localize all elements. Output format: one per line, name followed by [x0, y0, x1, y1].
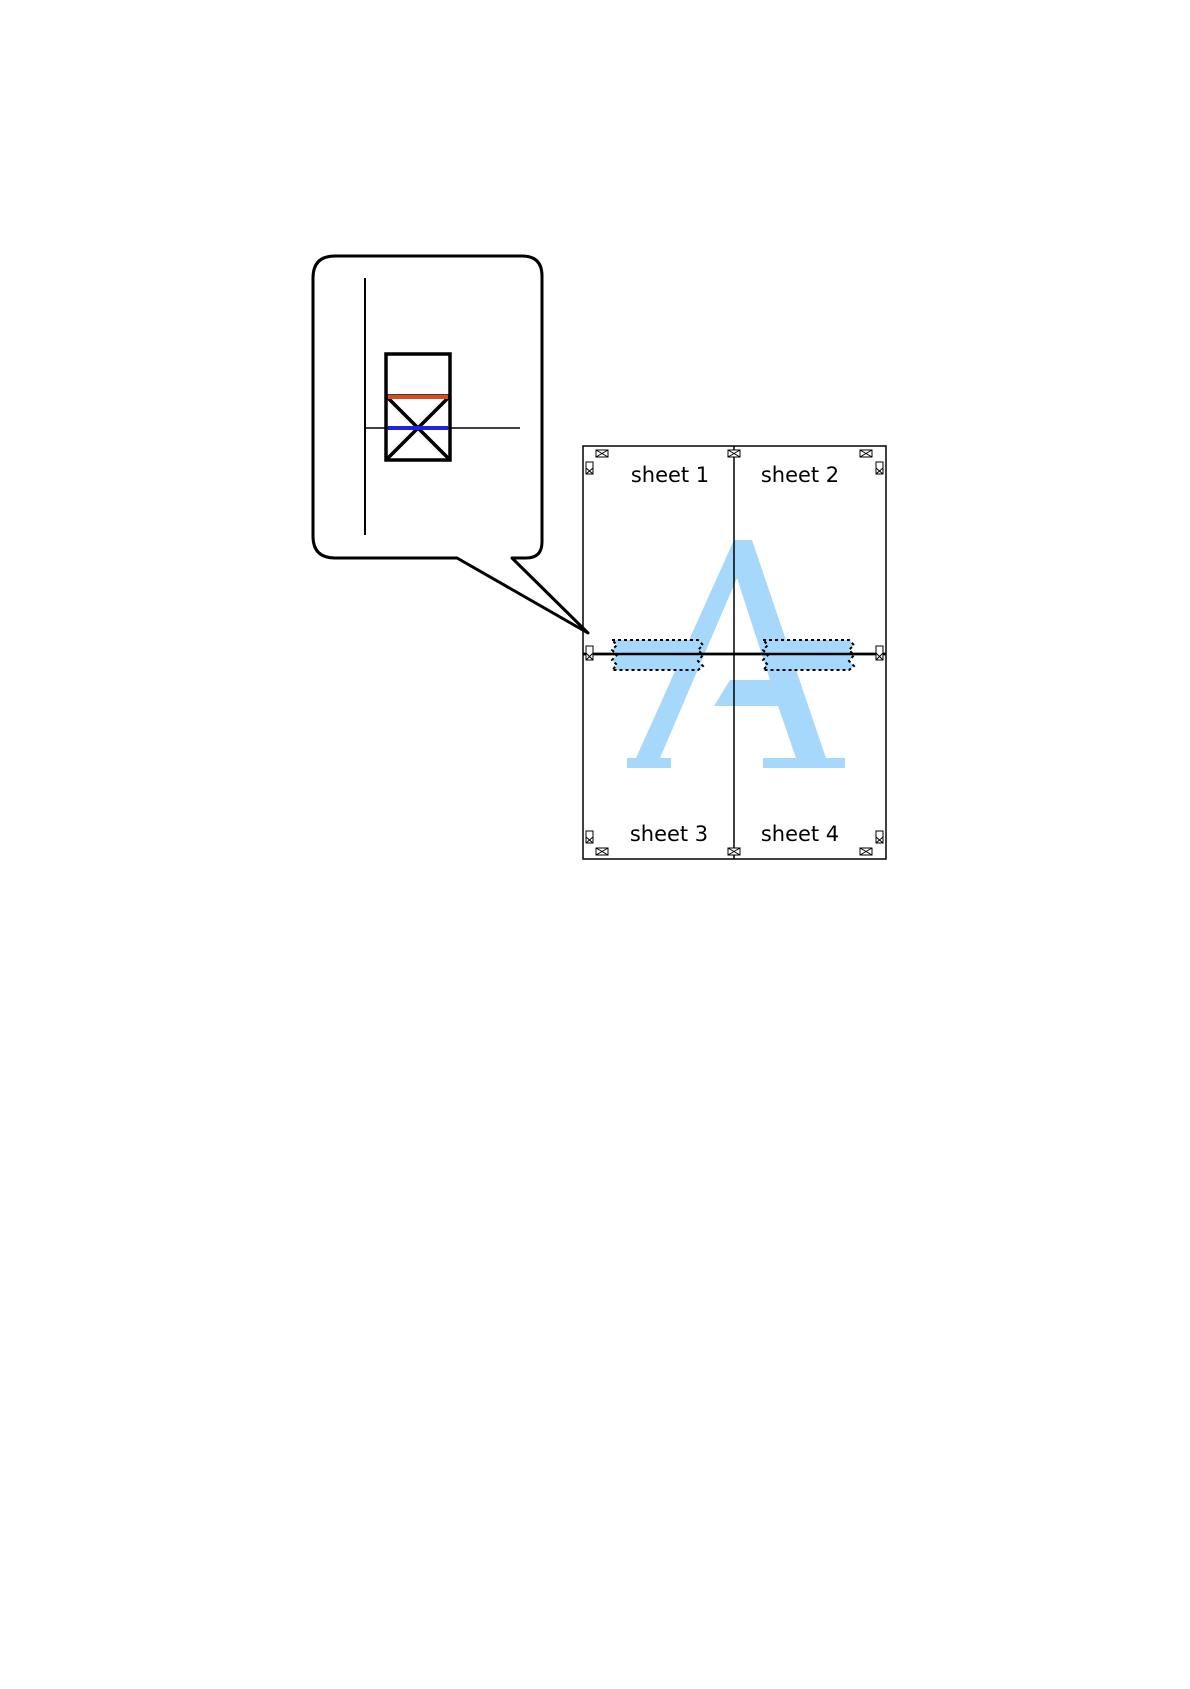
crop-mark-icon — [586, 462, 593, 474]
sheet-4-label: sheet 4 — [761, 822, 839, 846]
poster-sheets: sheet 1 sheet 2 sheet 3 sheet 4 — [583, 446, 886, 859]
crop-mark-icon — [586, 646, 593, 660]
zoom-callout — [313, 256, 588, 633]
crop-mark-icon — [586, 831, 593, 843]
crop-mark-icon — [876, 646, 883, 660]
crop-mark-icon — [728, 848, 740, 855]
sheet-2-label: sheet 2 — [761, 463, 839, 487]
sheet-1-label: sheet 1 — [631, 463, 709, 487]
crop-mark-icon — [876, 831, 883, 843]
crop-mark-icon — [596, 450, 608, 457]
crop-mark-icon — [728, 450, 740, 457]
crop-mark-icon — [876, 462, 883, 474]
sheet-3-label: sheet 3 — [630, 822, 708, 846]
crop-mark-icon — [860, 450, 872, 457]
crop-mark-icon — [596, 848, 608, 855]
crop-mark-icon — [860, 848, 872, 855]
